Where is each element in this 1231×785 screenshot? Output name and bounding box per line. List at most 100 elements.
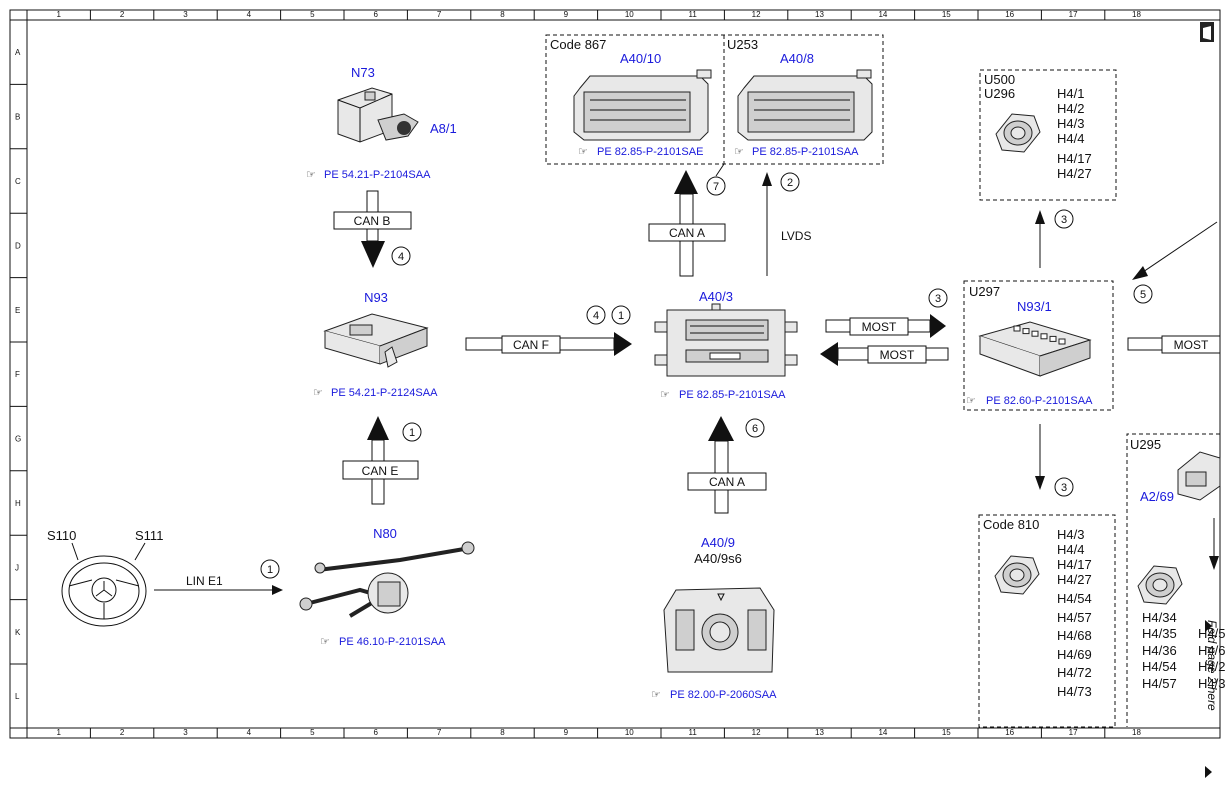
ref-n80[interactable]: ☞ PE 46.10-P-2101SAA bbox=[320, 636, 446, 648]
code-867-label: Code 867 bbox=[550, 37, 606, 52]
marker-circle bbox=[706, 176, 726, 196]
n73-label: N73 bbox=[351, 65, 375, 80]
svg-text:H4/17: H4/17 bbox=[1057, 557, 1092, 572]
svg-text:H4/2: H4/2 bbox=[1198, 659, 1225, 674]
reference-icon: ☞ bbox=[578, 146, 588, 158]
can-a-top-label: CAN A bbox=[669, 226, 705, 240]
can-b-label-box bbox=[333, 211, 412, 230]
lin-e1-label: LIN E1 bbox=[186, 574, 223, 588]
marker-circle bbox=[402, 422, 422, 442]
marker-circle bbox=[928, 288, 948, 308]
u296-label: U296 bbox=[984, 86, 1015, 101]
grid-row-label: A bbox=[15, 48, 21, 57]
grid-column-label: 5 bbox=[310, 10, 315, 19]
grid-row-label: K bbox=[15, 628, 21, 637]
grid-column-label: 4 bbox=[247, 728, 252, 737]
svg-text:2: 2 bbox=[787, 177, 793, 189]
a2-69-label: A2/69 bbox=[1140, 489, 1174, 504]
grid-column-label: 4 bbox=[247, 10, 252, 19]
grid-row-label: G bbox=[15, 435, 21, 444]
arrow-down-icon bbox=[1209, 556, 1219, 570]
most-out-label-box bbox=[849, 317, 909, 336]
grid-columns: 1122334455667788991010111112121313141415… bbox=[26, 10, 1141, 738]
ref-a40-10[interactable]: ☞ PE 82.85-P-2101SAE bbox=[578, 146, 703, 158]
svg-text:H4/6: H4/6 bbox=[1198, 643, 1225, 658]
grid-column-label: 18 bbox=[1132, 728, 1141, 737]
svg-text:H4/4: H4/4 bbox=[1057, 542, 1084, 557]
svg-text:5: 5 bbox=[1140, 289, 1146, 301]
speaker-icon bbox=[1137, 565, 1183, 605]
svg-text:H4/68: H4/68 bbox=[1057, 628, 1092, 643]
svg-text:PE 82.85-P-2101SAE: PE 82.85-P-2101SAE bbox=[597, 146, 703, 158]
ignition-switch-icon bbox=[337, 87, 419, 143]
svg-text:1: 1 bbox=[618, 310, 624, 322]
svg-text:H4/54: H4/54 bbox=[1142, 659, 1177, 674]
svg-text:H4/35: H4/35 bbox=[1142, 626, 1177, 641]
n93-1-label: N93/1 bbox=[1017, 299, 1052, 314]
n80-label: N80 bbox=[373, 526, 397, 541]
svg-text:H4/73: H4/73 bbox=[1057, 684, 1092, 699]
amplifier-icon bbox=[978, 321, 1092, 377]
u295-label: U295 bbox=[1130, 437, 1161, 452]
svg-text:H4/3: H4/3 bbox=[1198, 676, 1225, 691]
svg-text:H4/57: H4/57 bbox=[1142, 676, 1177, 691]
steering-column-module-icon bbox=[299, 541, 475, 618]
reference-icon: ☞ bbox=[660, 389, 670, 401]
arrow-up-icon bbox=[674, 170, 698, 194]
marker-circle bbox=[1054, 477, 1074, 497]
grid-column-label: 10 bbox=[625, 728, 634, 737]
arrow-left-icon bbox=[820, 342, 838, 366]
can-f-label: CAN F bbox=[513, 338, 549, 352]
a40-10-label: A40/10 bbox=[620, 51, 661, 66]
svg-text:H4/54: H4/54 bbox=[1057, 591, 1092, 606]
ref-a40-8[interactable]: ☞ PE 82.85-P-2101SAA bbox=[734, 146, 859, 158]
speaker-icon bbox=[994, 555, 1040, 595]
svg-text:H4/34: H4/34 bbox=[1142, 610, 1177, 625]
arrow-up-icon bbox=[762, 172, 772, 186]
grid-column-label: 16 bbox=[1005, 728, 1014, 737]
head-unit-icon bbox=[654, 303, 798, 377]
reference-icon: ☞ bbox=[651, 689, 661, 701]
code-810-box bbox=[978, 514, 1116, 728]
arrow-left-icon bbox=[1132, 266, 1148, 280]
ref-a40-9[interactable]: ☞ PE 82.00-P-2060SAA bbox=[651, 689, 777, 701]
a40-9-label: A40/9 bbox=[701, 535, 735, 550]
grid-column-label: 7 bbox=[437, 10, 442, 19]
u297-box bbox=[963, 280, 1114, 411]
svg-text:H4/57: H4/57 bbox=[1057, 610, 1092, 625]
grid-row-label: C bbox=[15, 177, 21, 186]
ref-n93[interactable]: ☞ PE 54.21-P-2124SAA bbox=[313, 387, 438, 399]
ref-n73[interactable]: ☞ PE 54.21-P-2104SAA bbox=[306, 169, 431, 181]
grid-column-label: 6 bbox=[373, 728, 378, 737]
can-a-top-label-box bbox=[648, 223, 726, 242]
grid-column-label: 8 bbox=[500, 10, 505, 19]
svg-text:H4/72: H4/72 bbox=[1057, 665, 1092, 680]
n93-label: N93 bbox=[364, 290, 388, 305]
grid-column-label: 1 bbox=[56, 10, 61, 19]
ref-a40-3[interactable]: ☞ PE 82.85-P-2101SAA bbox=[660, 389, 786, 401]
u295-box bbox=[1126, 433, 1220, 727]
arrow-up-icon bbox=[1035, 210, 1045, 224]
marker-circle bbox=[586, 305, 606, 325]
grid-column-label: 13 bbox=[815, 728, 824, 737]
reference-icon: ☞ bbox=[306, 169, 316, 181]
grid-column-label: 1 bbox=[56, 728, 61, 737]
grid-column-label: 3 bbox=[183, 728, 188, 737]
grid-row-label: L bbox=[15, 692, 20, 701]
grid-column-label: 12 bbox=[752, 728, 761, 737]
most-in-label-box bbox=[867, 345, 927, 364]
grid-column-label: 14 bbox=[878, 10, 887, 19]
svg-text:H4/17: H4/17 bbox=[1057, 151, 1092, 166]
grid-column-label: 15 bbox=[942, 10, 951, 19]
ref-n93-1[interactable]: ☞ PE 82.60-P-2101SAA bbox=[966, 395, 1093, 407]
svg-text:H4/2: H4/2 bbox=[1057, 101, 1084, 116]
svg-text:4: 4 bbox=[398, 251, 404, 263]
most-in-label: MOST bbox=[880, 348, 915, 362]
a40-8-label: A40/8 bbox=[780, 51, 814, 66]
u295-speaker-list-cut: H4/5 H4/6 H4/2 H4/3 bbox=[1198, 626, 1225, 691]
display-a40-10-icon bbox=[573, 69, 712, 141]
u500-speaker-list: H4/1 H4/2 H4/3 H4/4 H4/17 H4/27 bbox=[1057, 86, 1092, 181]
marker-circle bbox=[780, 172, 800, 192]
